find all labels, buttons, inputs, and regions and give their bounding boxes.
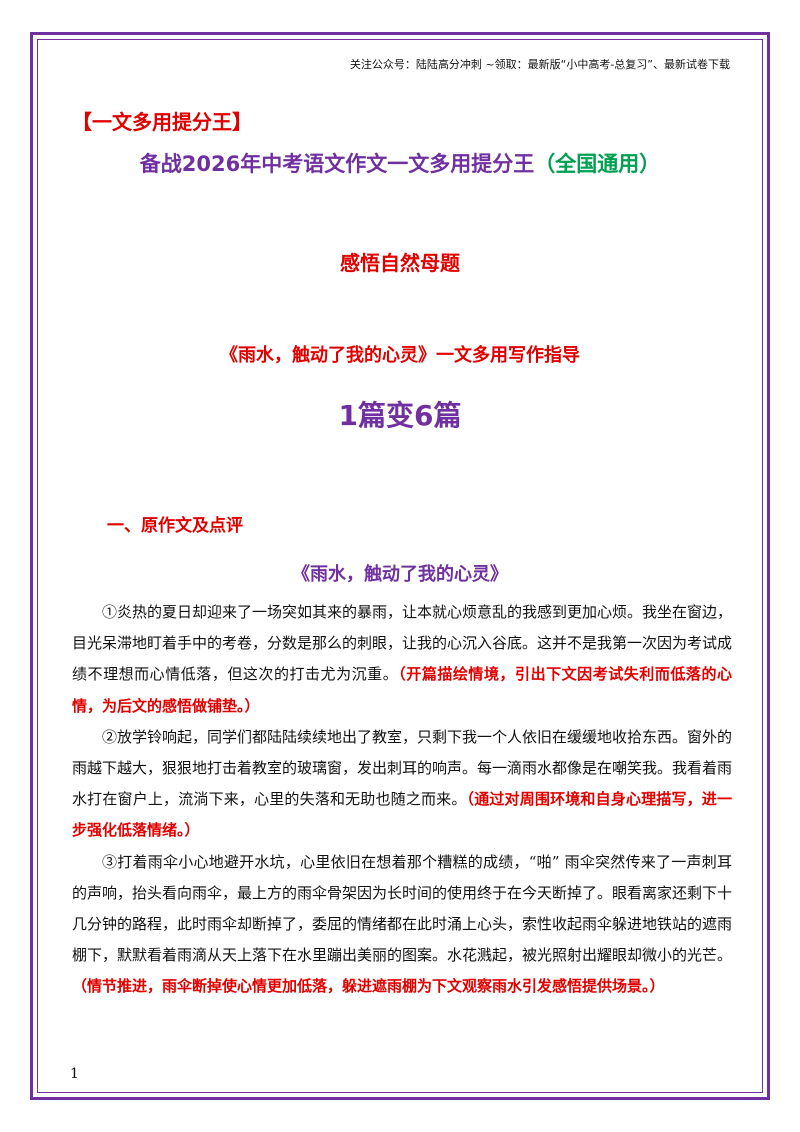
section-heading: 一、原作文及点评 (107, 516, 243, 536)
theme-title: 感悟自然母题 (340, 251, 460, 275)
essay-body: ①炎热的夏日却迎来了一场突如其来的暴雨，让本就心烦意乱的我感到更加心烦。我坐在窗… (72, 597, 732, 1003)
header-note: 关注公众号：陆陆高分冲刺 ~领取：最新版“小中高考-总复习”、最新试卷下载 (349, 58, 730, 71)
essay-paragraph-1: ①炎热的夏日却迎来了一场突如其来的暴雨，让本就心烦意乱的我感到更加心烦。我坐在窗… (72, 597, 732, 722)
tag-title: 【一文多用提分王】 (72, 110, 252, 134)
comment-note: （通过对周围环境和自身心理描写，进一步强化低落情绪。） (72, 790, 732, 840)
main-title-scope: （全国通用） (534, 152, 661, 176)
main-title-text: 备战2026年中考语文作文一文多用提分王 (139, 152, 535, 176)
essay-title: 《雨水，触动了我的心灵》 (292, 564, 508, 585)
paragraph-text: ①炎热的夏日却迎来了一场突如其来的暴雨，让本就心烦意乱的我感到更加心烦。我坐在窗… (72, 603, 733, 684)
comment-note: （情节推进，雨伞断掉使心情更加低落，躲进遮雨棚为下文观察雨水引发感悟提供场景。） (72, 977, 665, 996)
comment-note: （开篇描绘情境，引出下文因考试失利而低落的心情，为后文的感悟做铺垫。） (72, 665, 732, 715)
page-border-inner (37, 39, 763, 1093)
page-border-outer (30, 32, 770, 1100)
main-title: 备战2026年中考语文作文一文多用提分王（全国通用） (0, 148, 800, 178)
essay-paragraph-2: ②放学铃响起，同学们都陆陆续续地出了教室，只剩下我一个人依旧在缓缓地收拾东西。窗… (72, 722, 732, 847)
page-number: 1 (70, 1066, 79, 1082)
paragraph-text: ③打着雨伞小心地避开水坑，心里依旧在想着那个糟糕的成绩，“啪” 雨伞突然传来了一… (72, 852, 733, 965)
big-title: 1篇变6篇 (338, 399, 462, 432)
paragraph-text: ②放学铃响起，同学们都陆陆续续地出了教室，只剩下我一个人依旧在缓缓地收拾东西。窗… (72, 727, 733, 809)
essay-paragraph-3: ③打着雨伞小心地避开水坑，心里依旧在想着那个糟糕的成绩，“啪” 雨伞突然传来了一… (72, 847, 732, 1003)
guide-title: 《雨水，触动了我的心灵》一文多用写作指导 (220, 345, 580, 366)
